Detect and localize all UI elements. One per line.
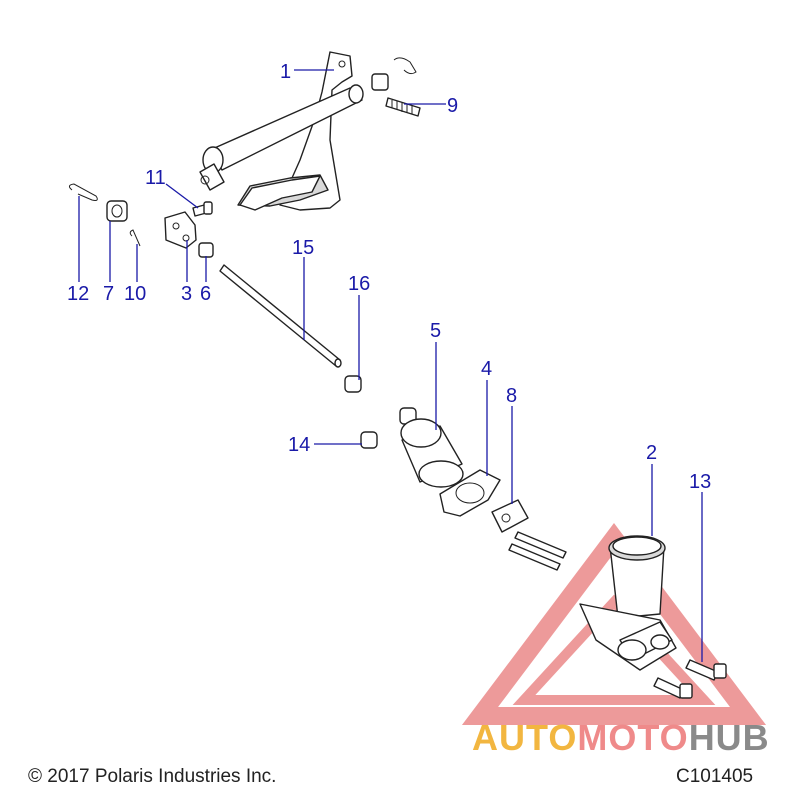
watermark-moto: MOTO <box>577 717 688 758</box>
svg-text:AUTOMOTOHUB: AUTOMOTOHUB <box>472 717 770 758</box>
leader-lines <box>78 69 703 662</box>
callout-6: 6 <box>200 283 211 305</box>
watermark-auto: AUTO <box>472 717 577 758</box>
part-11-pivot-bolt <box>192 201 213 217</box>
part-12-retaining-clip <box>68 183 98 201</box>
watermark-logo: AUTOMOTOHUB <box>472 717 770 758</box>
callout-labels: 1 2 3 4 5 6 7 8 9 10 11 12 13 14 15 16 <box>67 61 711 493</box>
callout-1: 1 <box>280 61 291 83</box>
callout-14: 14 <box>288 434 310 456</box>
callout-16: 16 <box>348 273 370 295</box>
part-10-cotter-pin <box>129 229 141 247</box>
copyright-notice: © 2017 Polaris Industries Inc. <box>28 766 277 787</box>
callout-2: 2 <box>646 442 657 464</box>
callout-13: 13 <box>689 471 711 493</box>
callout-15: 15 <box>292 237 314 259</box>
callout-8: 8 <box>506 385 517 407</box>
watermark-hub: HUB <box>689 717 770 758</box>
leader-11 <box>165 183 199 209</box>
part-13-mounting-bolts <box>653 659 727 699</box>
callout-10: 10 <box>124 283 146 305</box>
drawing-code: C101405 <box>676 766 754 787</box>
callout-12: 12 <box>67 283 89 305</box>
part-5-dust-boot <box>400 418 464 488</box>
part-16-bushing <box>344 375 362 393</box>
part-6-bushing <box>198 242 214 258</box>
callout-11: 11 <box>145 167 166 189</box>
part-15-push-rod <box>219 264 342 368</box>
part-7-bushing <box>106 200 128 222</box>
callout-9: 9 <box>447 95 458 117</box>
part-4-gasket <box>439 469 501 517</box>
part-2-master-cylinder <box>579 535 677 671</box>
part-3-clevis <box>164 211 197 249</box>
callout-7: 7 <box>103 283 114 305</box>
callout-3: 3 <box>181 283 192 305</box>
part-9-return-spring <box>371 57 421 117</box>
part-1-clutch-pedal <box>199 51 364 211</box>
part-8-fitting <box>491 499 567 571</box>
part-14-bushing <box>360 431 378 449</box>
callout-5: 5 <box>430 320 441 342</box>
callout-4: 4 <box>481 358 492 380</box>
